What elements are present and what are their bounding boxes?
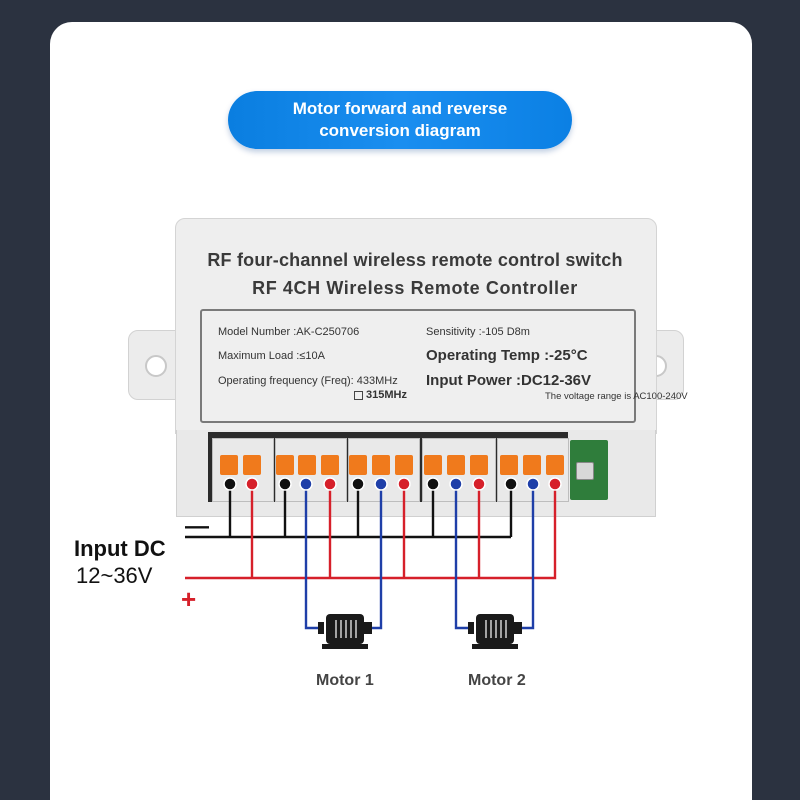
terminal-lever[interactable] bbox=[298, 455, 316, 475]
device-subtitle: RF 4CH Wireless Remote Controller bbox=[252, 278, 578, 298]
spec-alt-frequency-label: 315MHz bbox=[366, 389, 407, 401]
terminal-lever[interactable] bbox=[523, 455, 541, 475]
terminal-lever[interactable] bbox=[372, 455, 390, 475]
spec-operating-frequency: Operating frequency (Freq): 433MHz bbox=[218, 375, 398, 387]
terminal-dots bbox=[223, 477, 562, 491]
terminal-lever[interactable] bbox=[243, 455, 261, 475]
positive-wire bbox=[185, 484, 557, 580]
terminal-lever[interactable] bbox=[276, 455, 294, 475]
spec-operating-temp: Operating Temp :-25°C bbox=[426, 347, 588, 364]
motor-wire bbox=[304, 484, 535, 630]
spec-sensitivity: Sensitivity :-105 D8m bbox=[426, 326, 530, 338]
checkbox-icon bbox=[354, 390, 363, 400]
terminal-lever[interactable] bbox=[470, 455, 488, 475]
input-dc-label: Input DC bbox=[74, 536, 166, 561]
input-voltage-label: 12~36V bbox=[76, 563, 153, 588]
spec-input-power: Input Power :DC12-36V bbox=[426, 372, 592, 389]
terminal-lever[interactable] bbox=[395, 455, 413, 475]
terminal-lever[interactable] bbox=[220, 455, 238, 475]
positive-symbol: + bbox=[181, 584, 197, 614]
negative-wire bbox=[185, 484, 513, 539]
diagram-title-line1: Motor forward and reverse bbox=[292, 99, 508, 118]
voltage-range-note: The voltage range is AC100-240V bbox=[545, 391, 688, 402]
terminal-lever[interactable] bbox=[349, 455, 367, 475]
terminal-lever[interactable] bbox=[447, 455, 465, 475]
spec-plate: Model Number :AK-C250706 Maximum Load :≤… bbox=[200, 309, 636, 423]
spec-model-number: Model Number :AK-C250706 bbox=[218, 326, 360, 338]
learn-button[interactable] bbox=[576, 462, 594, 480]
device-title: RF four-channel wireless remote control … bbox=[207, 250, 623, 270]
motor-2-icon bbox=[468, 614, 522, 649]
terminal-lever[interactable] bbox=[321, 455, 339, 475]
motor-2-label: Motor 2 bbox=[468, 672, 526, 689]
terminal-lever[interactable] bbox=[546, 455, 564, 475]
spec-alt-frequency: 315MHz bbox=[354, 389, 407, 401]
diagram-title: Motor forward and reverse conversion dia… bbox=[228, 91, 572, 149]
screw-hole-icon bbox=[145, 355, 167, 377]
terminal-lever[interactable] bbox=[424, 455, 442, 475]
motor-1-icon bbox=[318, 614, 372, 649]
spec-maximum-load: Maximum Load :≤10A bbox=[218, 350, 325, 362]
terminal-lever[interactable] bbox=[500, 455, 518, 475]
negative-symbol: — bbox=[185, 513, 209, 540]
motor-1-label: Motor 1 bbox=[316, 672, 374, 689]
diagram-title-line2: conversion diagram bbox=[319, 121, 481, 140]
